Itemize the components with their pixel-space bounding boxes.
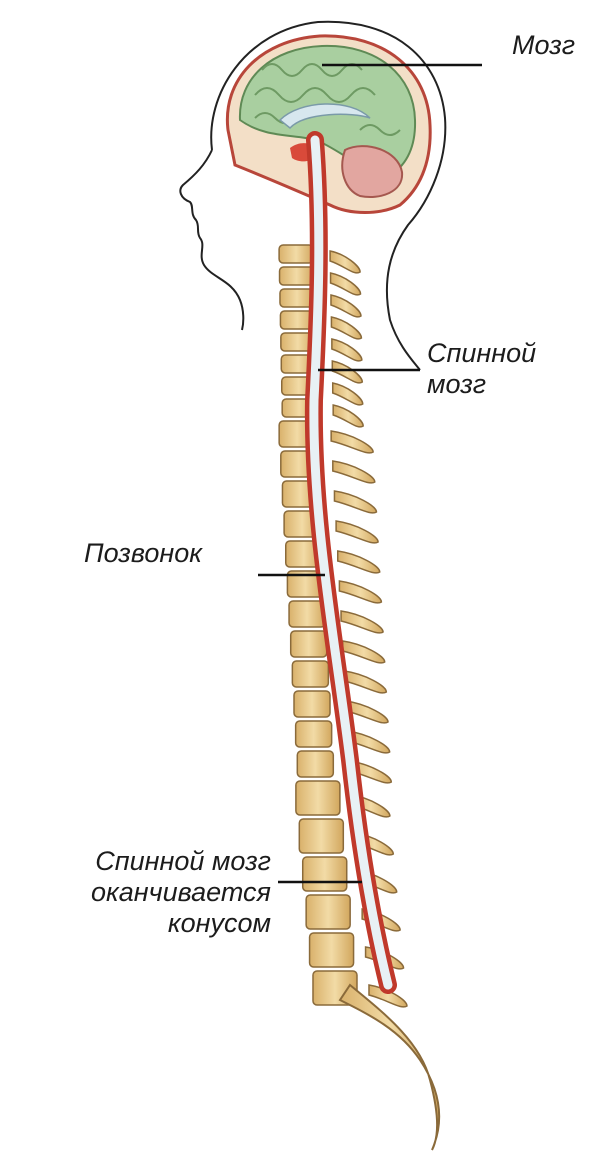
spinous-process (334, 491, 376, 513)
vertebra-body (291, 631, 327, 657)
label-brain: Мозг (512, 30, 575, 61)
vertebra-body (289, 601, 325, 627)
vertebra-body (280, 289, 314, 307)
spinous-process (331, 295, 361, 317)
face-outline (180, 150, 243, 330)
spinous-process (341, 611, 383, 633)
spinous-process (333, 405, 363, 427)
vertebra-body (310, 933, 354, 967)
spinous-process (339, 581, 381, 603)
spinous-process (332, 339, 362, 361)
vertebra-body (292, 661, 328, 687)
spinous-process (336, 521, 378, 543)
vertebra-body (299, 819, 343, 853)
spinous-process (331, 317, 361, 339)
vertebra-body (279, 245, 313, 263)
vertebra-body (296, 781, 340, 815)
vertebral-column (279, 245, 407, 1007)
spinous-process (332, 361, 362, 383)
label-conus: Спинной мозг оканчивается конусом (91, 846, 271, 939)
spinous-process (338, 551, 380, 573)
sacrum (340, 985, 439, 1150)
label-spinal-cord: Спинной мозг (427, 338, 536, 400)
label-vertebra: Позвонок (84, 538, 202, 569)
vertebra-body (296, 721, 332, 747)
vertebra-body (303, 857, 347, 891)
spinous-process (333, 461, 375, 483)
spinous-process (344, 671, 386, 693)
vertebra-body (280, 267, 314, 285)
spinous-process (333, 383, 363, 405)
vertebra-body (294, 691, 330, 717)
spinous-process (330, 251, 360, 273)
vertebra-body (297, 751, 333, 777)
spinous-process (331, 431, 373, 453)
spinous-process (343, 641, 385, 663)
vertebra-body (306, 895, 350, 929)
spinous-process (331, 273, 361, 295)
